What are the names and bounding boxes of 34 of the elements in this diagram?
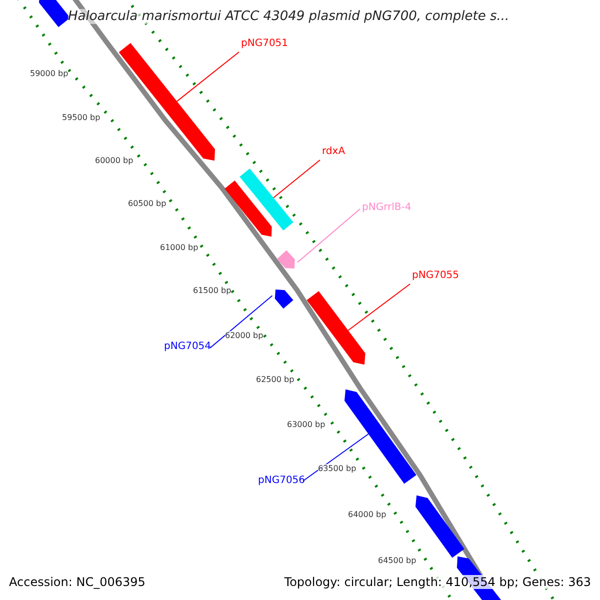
gene-feature: [274, 289, 294, 309]
leader-line: [272, 160, 320, 198]
scale-label: 60500 bp: [128, 199, 166, 208]
gene-feature: [306, 291, 366, 365]
gene-label: pNGrrlB-4: [362, 202, 412, 213]
scale-label: 63000 bp: [287, 420, 326, 429]
scale-label: 61500 bp: [193, 286, 232, 295]
scale-label: 63500 bp: [318, 464, 356, 473]
gene-label: pNG7056: [258, 475, 306, 486]
gene-label: rdxA: [322, 146, 346, 157]
leader-line: [176, 52, 240, 102]
gene-label: pNG7055: [412, 270, 460, 281]
leader-line: [348, 284, 410, 331]
scale-label: 62000 bp: [225, 331, 264, 340]
scale-label: 59500 bp: [62, 113, 100, 122]
gene-label: pNG7051: [241, 38, 288, 49]
leader-line: [297, 208, 360, 263]
map-title: Haloarcula marismortui ATCC 43049 plasmid pNG700, complete s...: [68, 9, 510, 24]
summary-text: Topology: circular; Length: 410,554 bp; Genes: 363: [284, 575, 591, 589]
gene-feature: [344, 389, 416, 484]
scale-label: 64500 bp: [378, 556, 416, 565]
scale-label: 62500 bp: [256, 375, 294, 384]
gene-label: pNG7054: [164, 341, 212, 352]
leader-line: [210, 295, 273, 348]
leader-line: [302, 433, 369, 482]
scale-label: 61000 bp: [160, 243, 198, 252]
gene-feature: [240, 168, 294, 230]
gene-feature: [415, 495, 464, 558]
gene-feature: [276, 250, 295, 269]
gene-feature: [224, 180, 272, 237]
accession-text: Accession: NC_006395: [9, 575, 146, 589]
scale-label: 59000 bp: [30, 69, 68, 78]
scale-label: 64000 bp: [348, 510, 386, 519]
scale-label: 60000 bp: [95, 156, 134, 165]
